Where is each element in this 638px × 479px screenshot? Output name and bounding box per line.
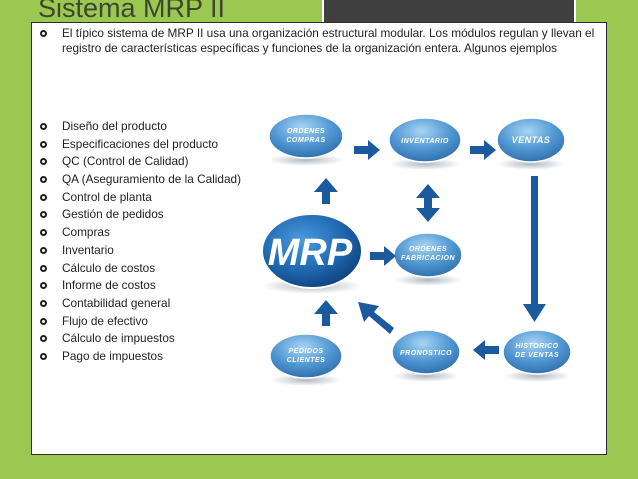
list-item: Especificaciones del producto <box>32 136 242 154</box>
bullet-icon <box>40 30 47 37</box>
list-item-text: Compras <box>62 225 110 240</box>
list-item: Control de planta <box>32 189 242 207</box>
bullet-icon <box>40 335 47 343</box>
node-label: DE VENTAS <box>515 352 559 359</box>
mrp-diagram: ORDENES COMPRAS INVENTARIO VENTAS MRP OR… <box>262 113 572 386</box>
node-mrp: MRP <box>262 213 363 294</box>
node-historico-ventas: HISTORICO DE VENTAS <box>502 329 572 382</box>
node-label: ORDENES <box>287 128 325 135</box>
list-item-text: Cálculo de impuestos <box>62 331 175 346</box>
bullet-icon <box>40 176 47 184</box>
list-item: Inventario <box>32 242 242 260</box>
arrow-up-icon <box>314 300 338 326</box>
bullet-icon <box>40 299 47 307</box>
bullet-icon <box>40 193 47 201</box>
node-label: ORDENES <box>409 246 447 253</box>
bullet-icon <box>40 140 47 148</box>
node-ordenes-compras: ORDENES COMPRAS <box>268 113 344 166</box>
intro-paragraph: El típico sistema de MRP II usa una orga… <box>62 26 595 55</box>
arrow-updown-icon <box>416 184 440 222</box>
node-label: HISTORICO <box>515 343 558 350</box>
bullet-icon <box>40 246 47 254</box>
bullet-icon <box>40 123 47 130</box>
bullet-icon <box>40 158 47 166</box>
module-list: Diseño del producto Especificaciones del… <box>32 118 242 366</box>
list-item-text: Gestión de pedidos <box>62 207 164 222</box>
node-pronostico: PRONOSTICO <box>391 329 461 382</box>
node-label: FABRICACION <box>401 255 456 262</box>
list-item: QC (Control de Calidad) <box>32 153 242 171</box>
bullet-icon <box>40 264 47 272</box>
list-item: Cálculo de impuestos <box>32 330 242 348</box>
bullet-icon <box>40 317 47 325</box>
arrow-down-icon <box>523 176 546 322</box>
arrow-right-icon <box>354 140 380 160</box>
list-item-text: QC (Control de Calidad) <box>62 154 189 169</box>
arrow-up-icon <box>314 178 338 204</box>
node-label: CLIENTES <box>287 357 326 364</box>
node-inventario: INVENTARIO <box>388 117 462 170</box>
list-item-text: Informe de costos <box>62 278 156 293</box>
list-item: Gestión de pedidos <box>32 206 242 224</box>
bullet-icon <box>40 229 47 237</box>
bullet-icon <box>40 282 47 290</box>
list-item: Contabilidad general <box>32 295 242 313</box>
mrp-label: MRP <box>268 232 353 274</box>
list-item-text: Control de planta <box>62 189 152 204</box>
list-item-text: QA (Aseguramiento de la Calidad) <box>62 172 242 187</box>
arrow-left-icon <box>473 340 499 360</box>
node-pedidos-clientes: PEDIDOS CLIENTES <box>269 333 343 386</box>
node-label: PEDIDOS <box>288 348 323 355</box>
list-item-text: Pago de impuestos <box>62 348 163 363</box>
node-label: VENTAS <box>512 135 551 145</box>
arrow-right-icon <box>470 140 496 160</box>
list-item-text: Especificaciones del producto <box>62 136 219 151</box>
list-item-text: Inventario <box>62 242 114 257</box>
bullet-icon <box>40 352 47 360</box>
node-ventas: VENTAS <box>496 117 566 170</box>
node-label: INVENTARIO <box>401 138 449 145</box>
list-item-text: Flujo de efectivo <box>62 313 148 328</box>
list-item-text: Contabilidad general <box>62 295 171 310</box>
list-item: Flujo de efectivo <box>32 313 242 331</box>
arrow-right-icon <box>370 246 396 266</box>
bullet-icon <box>40 211 47 219</box>
list-item: Pago de impuestos <box>32 348 242 366</box>
list-item: Informe de costos <box>32 277 242 295</box>
arrow-diagonal-icon <box>358 302 394 334</box>
list-item-text: Cálculo de costos <box>62 260 156 275</box>
content-panel: El típico sistema de MRP II usa una orga… <box>31 22 607 455</box>
node-label: PRONOSTICO <box>400 350 452 357</box>
node-ordenes-fabricacion: ORDENES FABRICACION <box>393 232 463 286</box>
list-item: Cálculo de costos <box>32 260 242 278</box>
node-label: COMPRAS <box>286 137 325 144</box>
list-item: Compras <box>32 224 242 242</box>
list-item: Diseño del producto <box>32 118 242 136</box>
list-item: QA (Aseguramiento de la Calidad) <box>32 171 242 189</box>
list-item-text: Diseño del producto <box>62 119 167 133</box>
slide-title: Sistema MRP II <box>38 0 226 23</box>
